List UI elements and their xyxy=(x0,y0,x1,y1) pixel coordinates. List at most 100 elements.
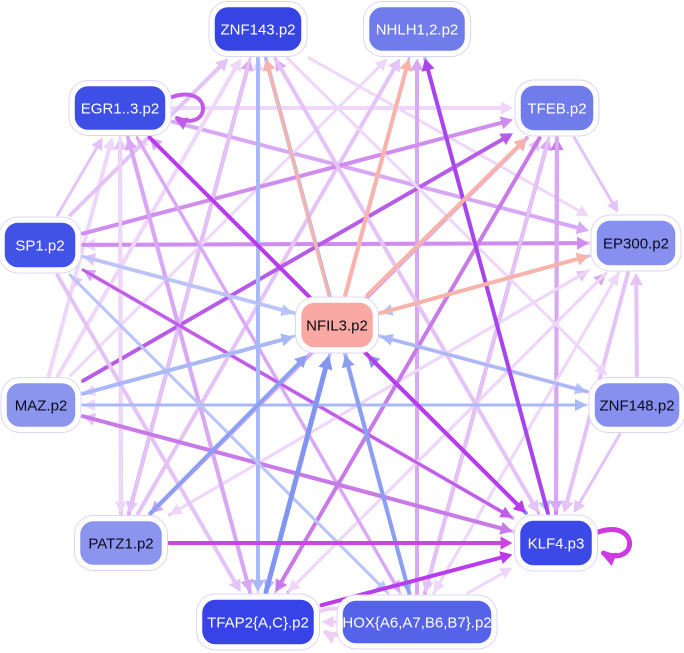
edge-hox-klf4 xyxy=(466,567,513,595)
edge-arrowhead xyxy=(175,117,189,130)
edge-arrowhead xyxy=(126,500,138,514)
node-box xyxy=(200,598,316,646)
node-label: EGR1..3.p2 xyxy=(81,101,159,118)
node-label: TFAP2{A,C}.p2 xyxy=(207,615,309,632)
graph-node-nhlh[interactable]: NHLH1,2.p2 xyxy=(363,1,471,57)
edge-arrowhead xyxy=(513,138,527,152)
graph-node-znf143[interactable]: ZNF143.p2 xyxy=(208,1,308,57)
edge-line xyxy=(343,64,409,297)
edge-line xyxy=(55,273,239,587)
edge-sp1-nfil3 xyxy=(81,255,294,316)
edge-line xyxy=(81,119,507,236)
edge-hox-nfil3 xyxy=(341,355,412,595)
edge-arrowhead xyxy=(512,499,526,513)
graph-node-tfap2[interactable]: TFAP2{A,C}.p2 xyxy=(196,593,320,651)
node-box xyxy=(213,5,303,53)
edge-arrowhead xyxy=(573,499,585,513)
edge-sp1-tfeb xyxy=(81,116,513,236)
node-label: PATZ1.p2 xyxy=(88,536,153,553)
edge-line xyxy=(425,136,551,587)
edge-maz-nfil3 xyxy=(81,333,294,396)
edge-arrowhead xyxy=(169,503,183,515)
graph-node-maz[interactable]: MAZ.p2 xyxy=(0,377,82,433)
edge-arrowhead xyxy=(560,499,574,513)
graph-node-egr[interactable]: EGR1..3.p2 xyxy=(68,80,172,136)
edge-line xyxy=(175,268,591,513)
edge-nfil3-nhlh xyxy=(343,58,413,297)
edge-znf143-klf4 xyxy=(273,56,539,513)
node-label: NHLH1,2.p2 xyxy=(376,22,459,39)
edge-maz-tfeb xyxy=(81,133,513,383)
edge-klf4-nhlh xyxy=(421,58,550,515)
edge-znf148-nfil3 xyxy=(380,333,589,394)
edge-arrowhead xyxy=(280,333,294,347)
graph-node-ep300[interactable]: EP300.p2 xyxy=(590,214,682,272)
edge-line xyxy=(68,62,225,217)
edge-line xyxy=(573,136,616,208)
edge-line xyxy=(266,65,331,297)
edge-nfil3-znf143 xyxy=(263,58,331,297)
edge-znf143-znf148 xyxy=(286,57,608,376)
edge-maz-nhlh xyxy=(69,58,388,377)
edge-line xyxy=(56,143,101,217)
edge-line xyxy=(466,570,507,595)
graph-node-patz1[interactable]: PATZ1.p2 xyxy=(74,515,168,571)
edge-arrowhead xyxy=(240,578,254,592)
edge-line xyxy=(81,268,507,516)
edge-line xyxy=(436,271,621,588)
node-label: ZNF143.p2 xyxy=(220,22,295,39)
edge-arrowhead xyxy=(287,579,301,592)
graph-node-znf148[interactable]: ZNF148.p2 xyxy=(588,377,684,433)
node-box xyxy=(519,84,595,132)
edge-egr-tfap2 xyxy=(125,135,254,592)
edge-arrowhead xyxy=(575,205,589,217)
edge-line xyxy=(125,135,250,586)
edge-tfap2-nfil3 xyxy=(263,355,333,595)
edge-arrowhead xyxy=(501,101,513,115)
edge-znf143-patz1 xyxy=(126,57,252,514)
edge-hox-nhlh xyxy=(410,58,424,595)
edge-arrowhead xyxy=(102,137,116,151)
node-label: ZNF148.p2 xyxy=(599,398,674,415)
node-label: NFIL3.p2 xyxy=(306,318,368,335)
node-label: EP300.p2 xyxy=(603,236,669,253)
edge-znf148-klf4 xyxy=(573,433,622,513)
edge-arrowhead xyxy=(91,137,103,151)
edge-line xyxy=(576,433,622,508)
edge-line xyxy=(263,360,330,595)
node-label: MAZ.p2 xyxy=(15,398,68,415)
edge-sp1-znf143 xyxy=(68,58,229,217)
edge-arrowhead xyxy=(380,333,394,346)
edge-arrowhead xyxy=(410,58,424,71)
edge-arrowhead xyxy=(549,500,563,513)
edge-line xyxy=(425,64,550,515)
node-box xyxy=(5,381,77,429)
edge-line xyxy=(81,135,508,383)
edge-arrowhead xyxy=(575,399,587,411)
node-label: KLF4.p3 xyxy=(528,536,585,553)
graph-node-hox[interactable]: HOX{A6,A7,B6,B7}.p2 xyxy=(336,594,498,650)
edge-line xyxy=(277,136,542,587)
edge-arrowhead xyxy=(575,221,589,235)
edge-sp1-ep300 xyxy=(81,236,589,250)
graph-node-sp1[interactable]: SP1.p2 xyxy=(0,216,82,274)
node-box xyxy=(299,301,375,349)
node-label: HOX{A6,A7,B6,B7}.p2 xyxy=(342,615,491,632)
graph-node-klf4[interactable]: KLF4.p3 xyxy=(514,514,598,572)
node-box xyxy=(595,219,677,267)
node-box xyxy=(518,519,594,567)
edge-arrowhead xyxy=(399,58,413,72)
edge-arrowhead xyxy=(421,58,435,72)
graph-node-nfil3[interactable]: NFIL3.p2 xyxy=(295,296,379,354)
edge-arrowhead xyxy=(251,580,265,592)
graph-node-tfeb[interactable]: TFEB.p2 xyxy=(514,79,600,137)
edge-nfil3-ep300 xyxy=(378,252,589,316)
edge-line xyxy=(81,414,507,532)
node-label: SP1.p2 xyxy=(15,238,64,255)
edge-arrowhead xyxy=(499,133,513,146)
edge-arrowhead xyxy=(294,355,308,369)
edge-hox-tfap2 xyxy=(321,616,337,628)
node-box xyxy=(73,84,167,132)
